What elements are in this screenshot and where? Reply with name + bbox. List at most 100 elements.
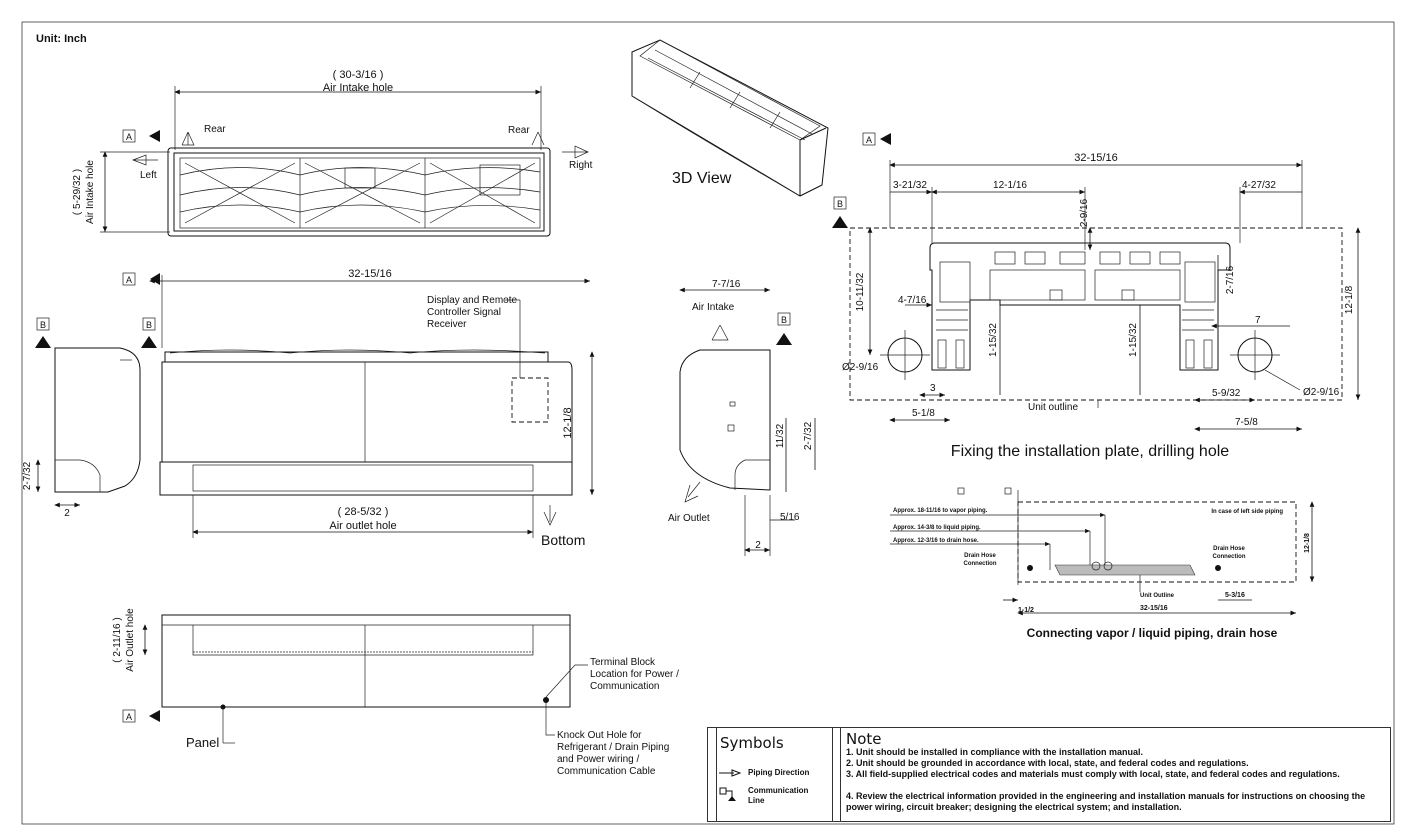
plate-dim-left1: 3-21/32 bbox=[893, 180, 927, 191]
piping-dim-112: 1-1/2 bbox=[1018, 607, 1034, 614]
bottom-view: ( 2-11/16 ) Air Outlet hole A Panel Term… bbox=[112, 608, 679, 777]
display-receiver-box bbox=[511, 377, 549, 423]
left-dim-h: 2-7/32 bbox=[22, 461, 33, 490]
piping-unit-outline: Unit Outline bbox=[1140, 593, 1175, 599]
left-marker-b: B bbox=[40, 320, 46, 330]
right-dim-a: 11/32 bbox=[775, 423, 786, 448]
plate-dim-7: 7 bbox=[1255, 315, 1261, 326]
top-width-dim: ( 30-3/16 ) bbox=[333, 69, 384, 81]
terminal-callout-3: Communication bbox=[590, 681, 659, 692]
air-intake-label: Air Intake bbox=[692, 302, 735, 313]
right-label: Right bbox=[569, 160, 593, 171]
terminal-callout-1: Terminal Block bbox=[590, 657, 656, 668]
communication-label-1: Communication bbox=[748, 786, 809, 795]
plate-dim-1532a: 1-15/32 bbox=[988, 323, 999, 357]
drain-right-1: Drain Hose bbox=[1213, 546, 1245, 552]
communication-label-2: Line bbox=[748, 796, 765, 805]
liquid-label: Approx. 14-3/8 to liquid piping. bbox=[893, 525, 981, 531]
drain-left-2: Connection bbox=[964, 561, 997, 567]
piping-caption: Connecting vapor / liquid piping, drain … bbox=[1027, 626, 1278, 640]
symbols-strip bbox=[708, 728, 717, 821]
rear-left-label: Rear bbox=[204, 124, 226, 135]
plate-hole-left: Ø2-9/16 bbox=[842, 362, 879, 373]
note-1: 1. Unit should be installed in complianc… bbox=[846, 747, 1144, 757]
knockout-callout-3: and Power wiring / bbox=[557, 754, 639, 765]
left-side-piping-label: In case of left side piping bbox=[1211, 509, 1283, 515]
notes-strip bbox=[832, 728, 841, 821]
top-marker-a: A bbox=[126, 132, 132, 142]
piping-direction-label: Piping Direction bbox=[748, 768, 810, 777]
piping-direction-icon bbox=[719, 768, 742, 777]
plate-dim-mid: 12-1/16 bbox=[993, 180, 1027, 191]
bottom-label: Bottom bbox=[541, 532, 585, 548]
bottom-marker-a: A bbox=[126, 712, 132, 722]
top-width-label: Air Intake hole bbox=[323, 82, 393, 94]
left-side-view: B 2-7/32 2 bbox=[22, 317, 141, 519]
plate-marker-a: A bbox=[866, 135, 872, 145]
piping-width: 32-15/16 bbox=[1140, 605, 1168, 612]
plate-hole-right: Ø2-9/16 bbox=[1303, 387, 1340, 398]
vapor-label: Approx. 18-11/16 to vapor piping. bbox=[893, 508, 988, 514]
knockout-callout-2: Refrigerant / Drain Piping bbox=[557, 742, 669, 753]
right-dim-c: 5/16 bbox=[780, 512, 800, 523]
plate-dim-h2: 2-7/16 bbox=[1225, 265, 1236, 294]
front-width-dim: 32-15/16 bbox=[348, 268, 391, 280]
unit-3d-view: 3D View bbox=[631, 39, 829, 197]
plate-total-height: 12-1/8 bbox=[1344, 285, 1355, 314]
piping-dim-5316: 5-3/16 bbox=[1225, 592, 1245, 599]
display-callout-1: Display and Remote bbox=[427, 295, 517, 306]
note-4: 4. Review the electrical information pro… bbox=[846, 791, 1366, 812]
unit-label: Unit: Inch bbox=[36, 33, 87, 45]
front-view: 32-15/16 A B Display and Remote Controll… bbox=[122, 268, 595, 548]
top-height-label: Air Intake hole bbox=[85, 160, 96, 224]
air-outlet-label: Air Outlet bbox=[668, 513, 710, 524]
plate-unit-outline: Unit outline bbox=[1028, 402, 1078, 413]
knockout-callout-1: Knock Out Hole for bbox=[557, 730, 642, 741]
right-side-view: 7-7/16 Air Intake B Air Outlet 11/32 2-7… bbox=[668, 279, 816, 556]
piping-direction-row: Piping Direction bbox=[718, 768, 809, 777]
bottom-height-label: Air Outlet hole bbox=[125, 608, 136, 672]
panel-label: Panel bbox=[186, 735, 219, 750]
top-height-dim: ( 5-29/32 ) bbox=[72, 169, 83, 215]
note-2: 2. Unit should be grounded in accordance… bbox=[846, 758, 1249, 768]
display-callout-3: Receiver bbox=[427, 319, 467, 330]
bottom-height-dim: ( 2-11/16 ) bbox=[112, 617, 123, 662]
rear-right-label: Rear bbox=[508, 125, 530, 136]
display-callout-2: Controller Signal bbox=[427, 307, 501, 318]
symbols-title: Symbols bbox=[720, 734, 784, 752]
piping-view: In case of left side piping Approx. 18-1… bbox=[890, 487, 1315, 640]
note-3: 3. All field-supplied electrical codes a… bbox=[846, 769, 1340, 779]
piping-height: 12-1/8 bbox=[1304, 533, 1311, 553]
right-dim-d: 2 bbox=[755, 540, 761, 551]
front-marker-a: A bbox=[126, 275, 132, 285]
plate-dim-1532b: 1-15/32 bbox=[1128, 323, 1139, 357]
notes-column: Note 1. Unit should be installed in comp… bbox=[832, 728, 1390, 821]
plate-dim-top: 2-9/16 bbox=[1079, 198, 1090, 227]
terminal-callout-2: Location for Power / bbox=[590, 669, 679, 680]
plate-dim-3: 3 bbox=[930, 383, 936, 394]
drain-label: Approx. 12-3/16 to drain hose. bbox=[893, 538, 979, 544]
view-3d-label: 3D View bbox=[672, 170, 732, 187]
plate-dim-5932: 5-9/32 bbox=[1212, 388, 1241, 399]
plate-caption: Fixing the installation plate, drilling … bbox=[951, 443, 1229, 460]
right-dim-top: 7-7/16 bbox=[712, 279, 741, 290]
plate-dim-right1: 4-27/32 bbox=[1242, 180, 1276, 191]
right-dim-b: 2-7/32 bbox=[803, 421, 814, 450]
front-height-dim: 12-1/8 bbox=[562, 407, 574, 438]
left-label: Left bbox=[140, 170, 157, 181]
plate-marker-b: B bbox=[837, 199, 843, 209]
left-dim-w: 2 bbox=[64, 508, 70, 519]
sheet-border bbox=[21, 21, 1395, 825]
unit-outline-rect bbox=[849, 227, 1343, 401]
plate-dim-4716: 4-7/16 bbox=[898, 295, 927, 306]
plate-dim-758: 7-5/8 bbox=[1235, 417, 1258, 428]
plate-overall-dim: 32-15/16 bbox=[1074, 152, 1117, 164]
outlet-dim: ( 28-5/32 ) bbox=[338, 506, 389, 518]
installation-plate-view: A B 32-15/16 3-21/32 12-1/16 bbox=[832, 132, 1361, 460]
front-marker-b: B bbox=[146, 320, 152, 330]
